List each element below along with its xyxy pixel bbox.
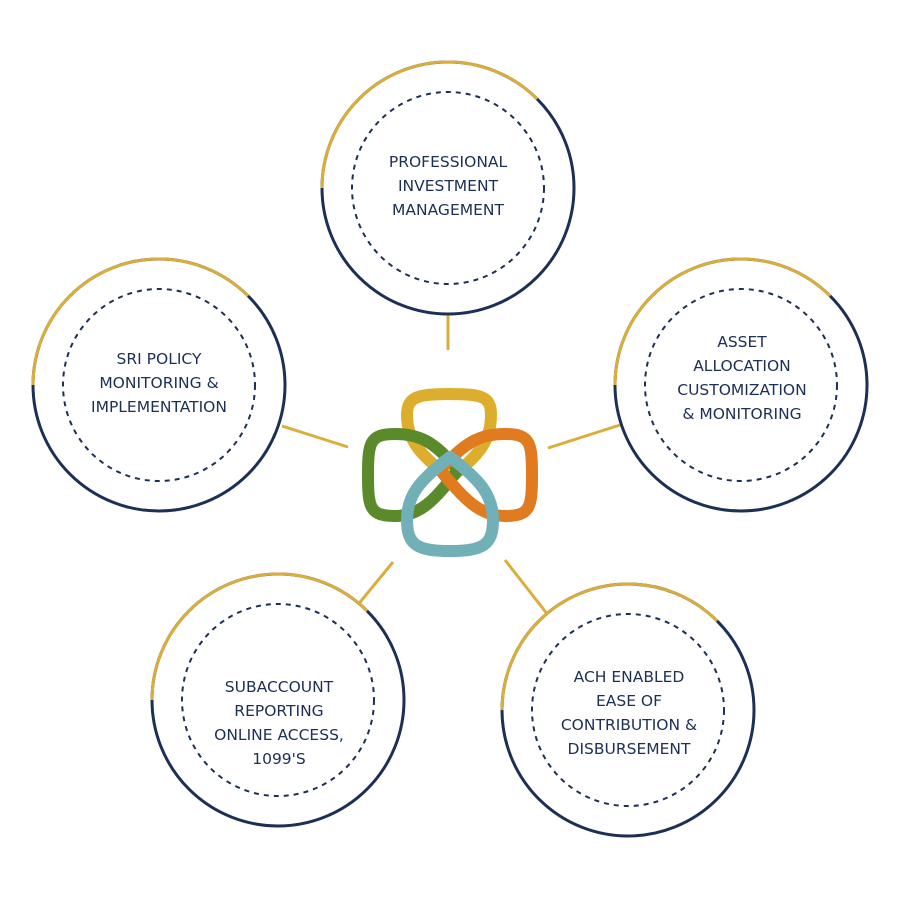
connector-left — [281, 424, 349, 449]
logo-loop-orange — [434, 428, 538, 522]
node-text-line: ALLOCATION — [693, 357, 791, 375]
node-subaccount-reporting: SUBACCOUNT REPORTING ONLINE ACCESS, 1099… — [184, 675, 374, 771]
dashed-inner-ring — [351, 91, 545, 285]
gold-arc — [320, 60, 539, 189]
node-text-line: REPORTING — [234, 702, 324, 720]
node-circle-4 — [500, 582, 756, 838]
gold-arc — [31, 257, 250, 386]
logo-loop-teal — [401, 451, 499, 557]
node-circle-1 — [31, 257, 287, 513]
node-text-line: EASE OF — [595, 692, 663, 710]
node-circle-2 — [613, 257, 869, 513]
node-text-line: SRI POLICY — [116, 350, 202, 368]
node-text-line: INVESTMENT — [397, 177, 499, 195]
connector-right — [547, 423, 621, 450]
node-text-line: DISBURSEMENT — [567, 740, 691, 758]
gold-arc — [500, 582, 719, 711]
dashed-inner-ring — [644, 288, 838, 482]
center-logo — [362, 388, 538, 557]
node-text-line: SUBACCOUNT — [224, 678, 334, 696]
node-text-line: IMPLEMENTATION — [91, 398, 227, 416]
node-text-line: PROFESSIONAL — [388, 153, 508, 171]
node-text-line: CUSTOMIZATION — [677, 381, 807, 399]
node-text-line: & MONITORING — [682, 405, 802, 423]
node-text-line: ASSET — [717, 333, 767, 351]
node-sri-policy: SRI POLICY MONITORING & IMPLEMENTATION — [64, 347, 254, 419]
node-text-line: MONITORING & — [99, 374, 219, 392]
gold-arc — [150, 572, 369, 701]
dashed-inner-ring — [531, 613, 725, 807]
node-ach-enabled: ACH ENABLED EASE OF CONTRIBUTION & DISBU… — [534, 665, 724, 761]
node-asset-allocation: ASSET ALLOCATION CUSTOMIZATION & MONITOR… — [647, 330, 837, 426]
dashed-inner-ring — [62, 288, 256, 482]
node-text-line: 1099'S — [252, 750, 306, 768]
connector-bottom-right — [503, 559, 550, 616]
node-circle-3 — [150, 572, 406, 828]
node-text-line: ACH ENABLED — [573, 668, 685, 686]
gold-arc — [613, 257, 832, 386]
node-text-line: MANAGEMENT — [392, 201, 504, 219]
node-text-line: CONTRIBUTION & — [560, 716, 698, 734]
node-text-line: ONLINE ACCESS, — [214, 726, 344, 744]
node-circle-0 — [320, 60, 576, 316]
logo-loop-green — [362, 428, 464, 522]
dashed-inner-ring — [181, 603, 375, 797]
node-professional-investment-management: PROFESSIONAL INVESTMENT MANAGEMENT — [353, 150, 543, 222]
